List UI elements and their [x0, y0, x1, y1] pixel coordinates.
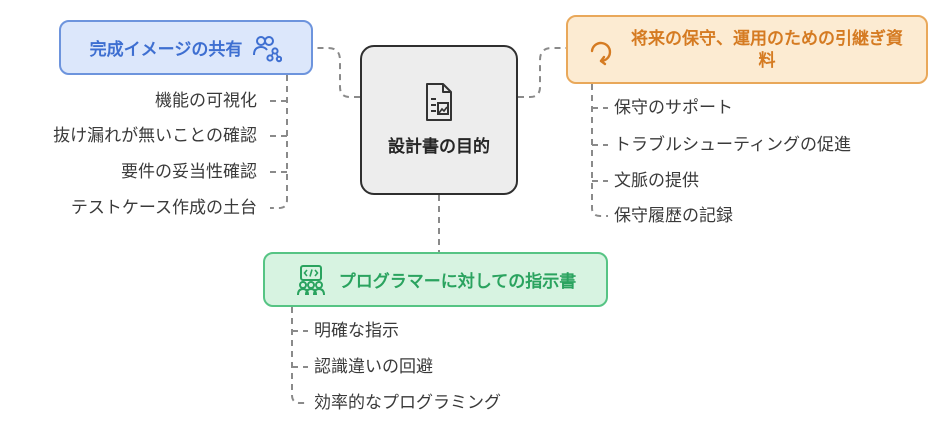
- center-label: 設計書の目的: [388, 137, 490, 157]
- list-item: 文脈の提供: [614, 171, 699, 191]
- list-item: 保守履歴の記録: [614, 206, 733, 226]
- branch-handover-docs: 将来の保守、運用のための引継ぎ資料: [566, 15, 928, 84]
- list-item: 効率的なプログラミング: [314, 393, 501, 413]
- branch-handover-docs-title: 将来の保守、運用のための引継ぎ資料: [631, 28, 903, 71]
- people-network-icon: [252, 33, 283, 63]
- list-item: トラブルシューティングの促進: [614, 135, 851, 155]
- document-image-icon: [424, 82, 454, 128]
- list-item: 抜け漏れが無いことの確認: [53, 126, 257, 146]
- branch-programmer-instructions: プログラマーに対しての指示書: [263, 252, 608, 307]
- list-item: 保守のサポート: [614, 98, 733, 118]
- list-item: 要件の妥当性確認: [121, 162, 257, 182]
- center-node: 設計書の目的: [360, 45, 518, 195]
- list-item: テストケース作成の土台: [70, 198, 257, 218]
- branch-programmer-instructions-title: プログラマーに対しての指示書: [338, 272, 577, 292]
- list-item: 認識違いの回避: [314, 357, 433, 377]
- list-item: 機能の可視化: [155, 91, 257, 111]
- list-item: 明確な指示: [314, 321, 399, 341]
- branch-shared-image: 完成イメージの共有: [59, 20, 313, 75]
- branch-shared-image-title: 完成イメージの共有: [89, 40, 243, 60]
- refresh-arrow-icon: [587, 38, 615, 66]
- code-team-icon: [295, 264, 327, 296]
